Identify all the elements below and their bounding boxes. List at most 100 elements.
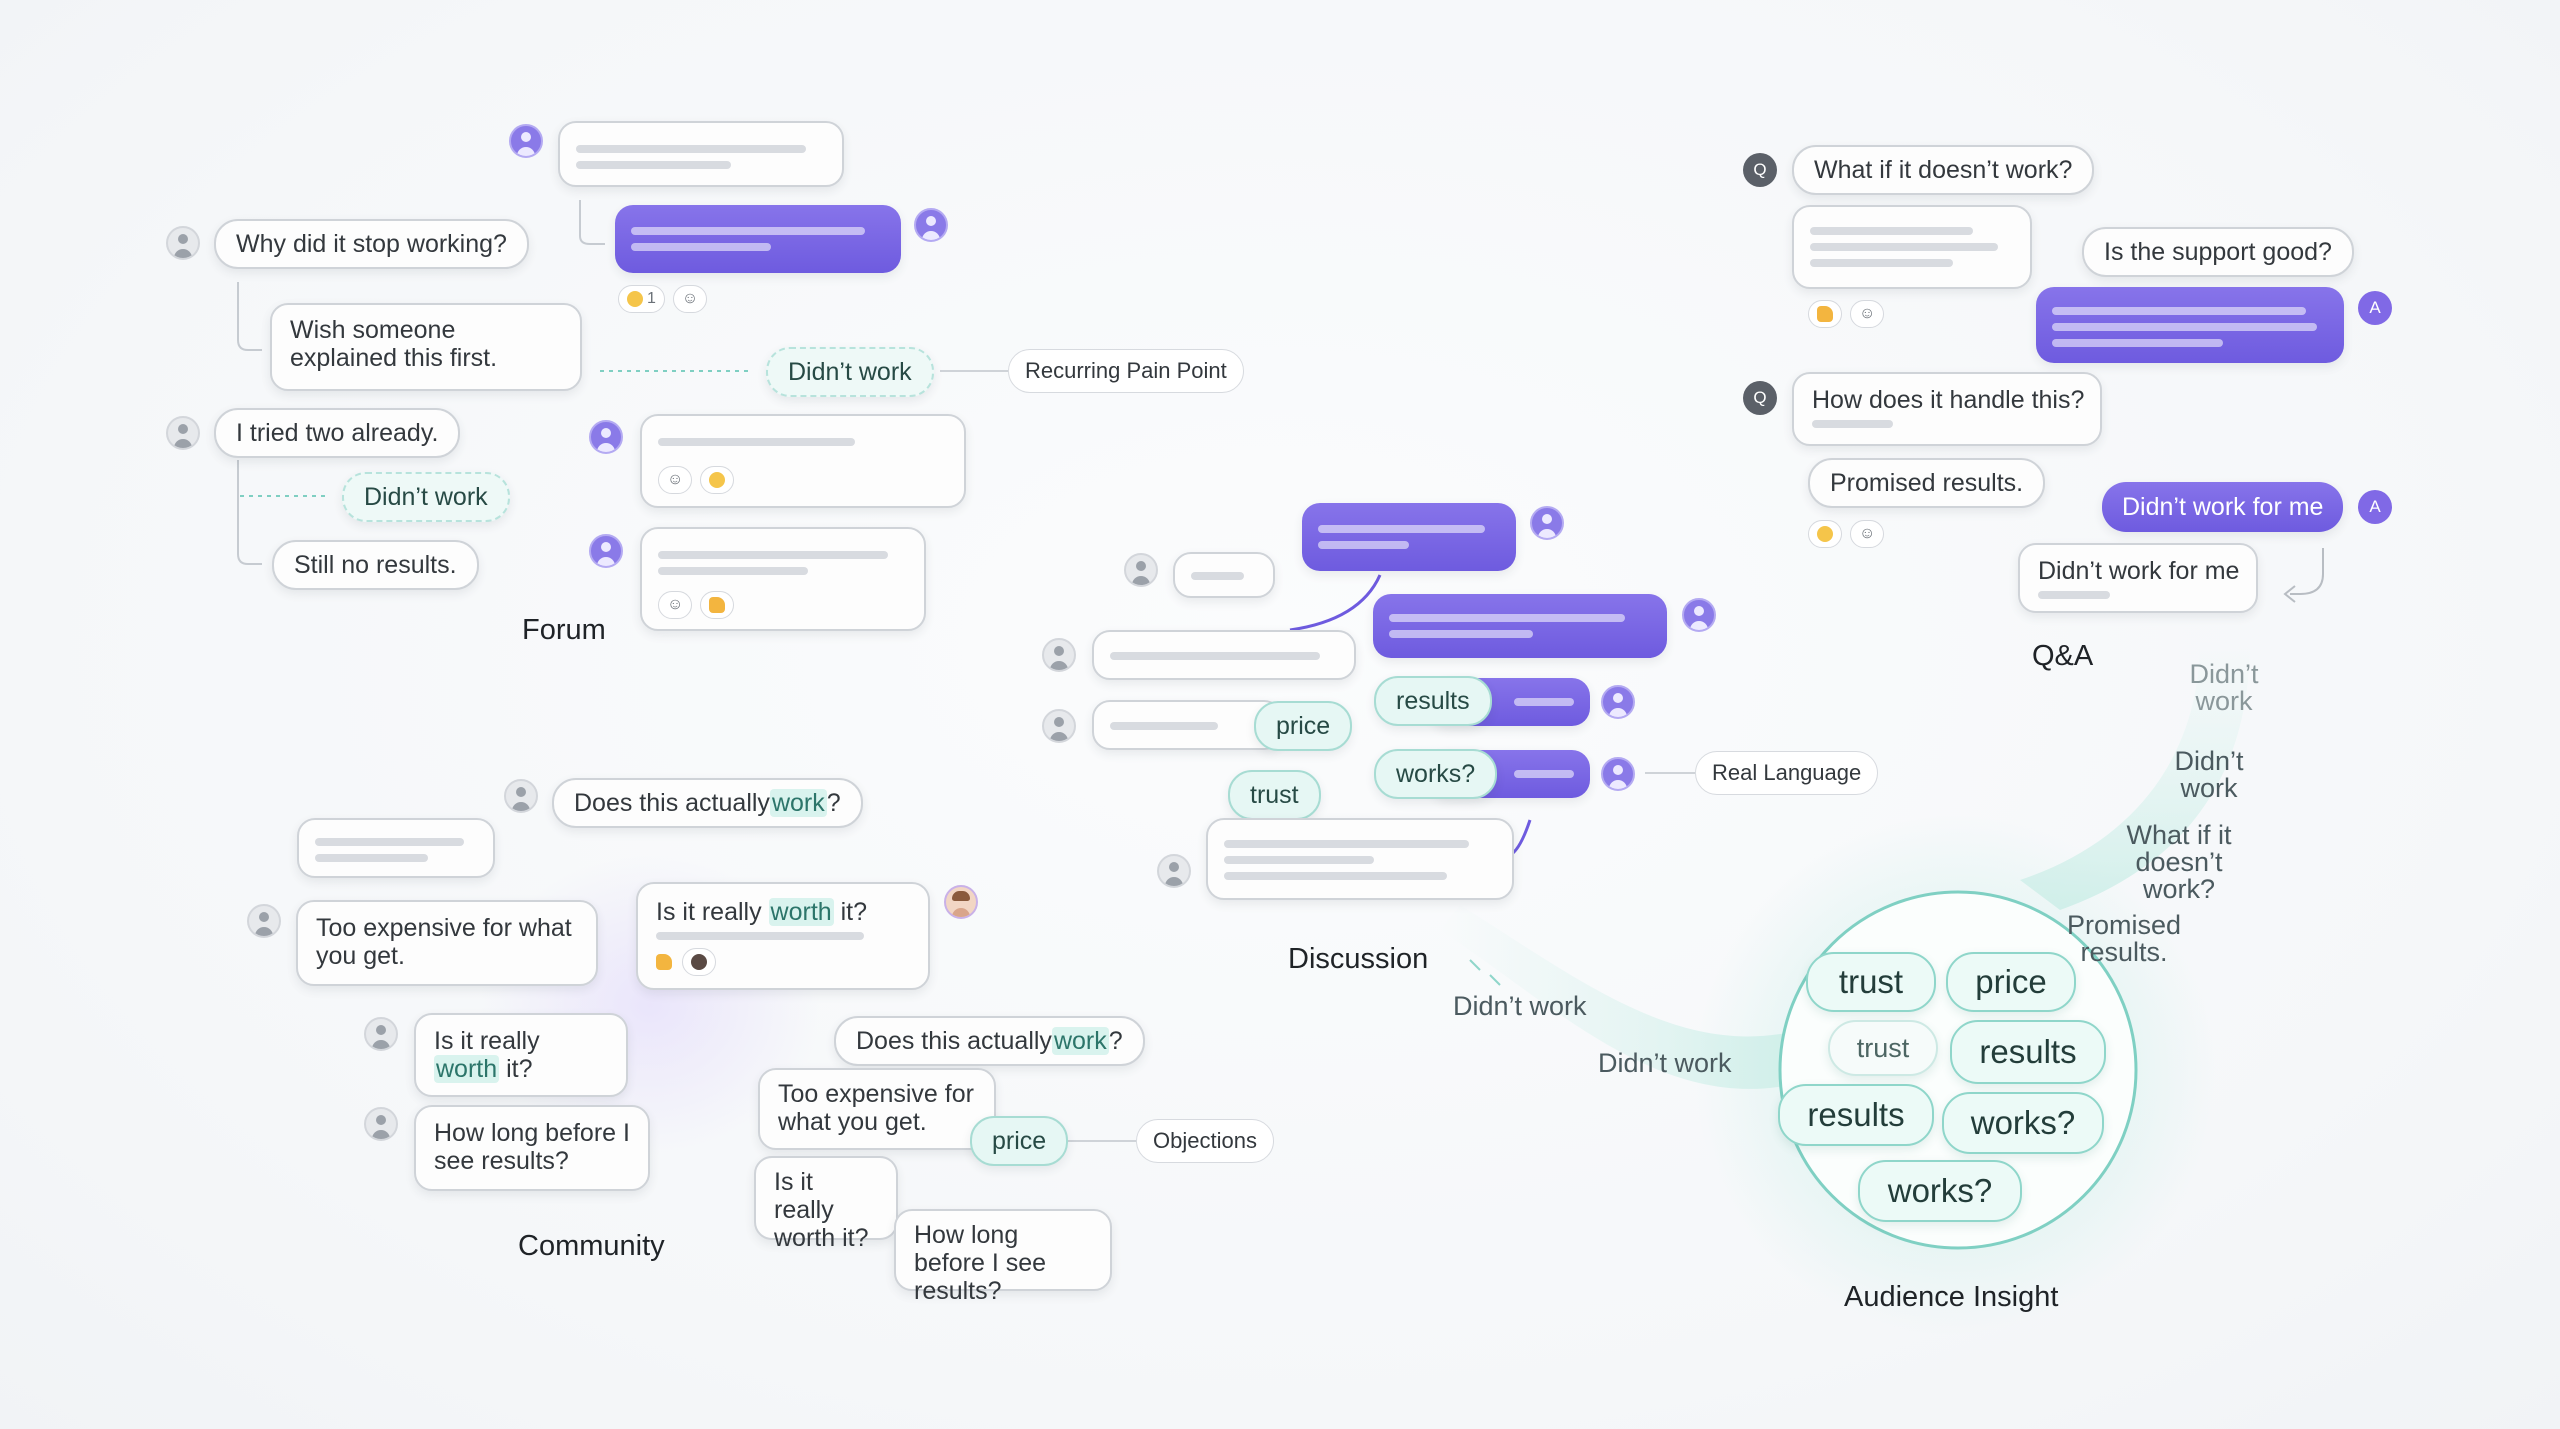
discussion-stream xyxy=(1440,905,1800,1089)
highlight-worth: worth xyxy=(434,1055,500,1083)
comment-text: Is it really xyxy=(434,1027,540,1055)
highlight-work: work xyxy=(1051,1027,1109,1055)
thumbs-up-icon xyxy=(1817,306,1833,322)
face-emoji-icon xyxy=(691,954,707,970)
smile-emoji-icon xyxy=(1817,526,1833,542)
community-comment-price: Too expensive for what you get. xyxy=(296,900,598,986)
placeholder-answer-purple xyxy=(2036,287,2344,363)
qa-question-2: Is the support good? xyxy=(2082,227,2354,277)
smile-emoji-icon xyxy=(709,472,726,488)
flow-label: Promised results. xyxy=(2066,910,2182,967)
add-reaction-icon[interactable]: ☺ xyxy=(658,466,693,494)
price-tag: price xyxy=(1254,701,1353,751)
insight-word-results: results xyxy=(1778,1084,1934,1146)
user-avatar xyxy=(364,1017,398,1051)
user-avatar xyxy=(1124,553,1158,587)
results-tag: results xyxy=(1374,676,1492,726)
smile-emoji-icon xyxy=(627,291,643,307)
reaction-chip[interactable]: 1 xyxy=(618,285,665,313)
user-avatar xyxy=(1157,854,1191,888)
user-avatar xyxy=(914,208,948,242)
user-avatar xyxy=(1601,685,1635,719)
reaction-count: 1 xyxy=(647,290,656,307)
objection-question: Does this actually work? xyxy=(834,1016,1145,1066)
add-reaction-icon[interactable]: ☺ xyxy=(1850,520,1885,548)
reaction-bar: 1 ☺ xyxy=(618,285,708,313)
question-text: How does it handle this? xyxy=(1812,386,2085,414)
objection-worth: Is it really worth it? xyxy=(754,1156,898,1252)
community-label: Community xyxy=(518,1230,665,1262)
user-avatar xyxy=(509,124,543,158)
reply-text: Didn’t work for me xyxy=(2038,557,2240,585)
user-avatar xyxy=(1042,709,1076,743)
flow-label: Didn’t work xyxy=(2174,746,2244,803)
highlight-worth: worth xyxy=(768,898,834,926)
reaction-bar: ☺ xyxy=(1808,300,1885,328)
user-avatar xyxy=(247,904,281,938)
user-avatar xyxy=(1601,757,1635,791)
community-comment-worth: Is it really worth it? xyxy=(414,1013,628,1097)
placeholder-post xyxy=(558,121,844,187)
qa-label: Q&A xyxy=(2032,640,2094,672)
community-card: Is it really worth it? xyxy=(636,882,930,990)
highlight-work: work xyxy=(769,789,827,817)
community-question: Does this actually work? xyxy=(552,778,863,828)
forum-reply-1: Wish someone explained this first. xyxy=(270,303,582,391)
objection-time: How long before I see results? xyxy=(894,1209,1112,1305)
audience-insight-label: Audience Insight xyxy=(1844,1281,2059,1313)
placeholder-reply-purple xyxy=(615,205,901,273)
add-reaction-icon[interactable]: ☺ xyxy=(672,285,708,313)
placeholder-post xyxy=(297,818,495,878)
reaction-chip[interactable] xyxy=(700,466,735,494)
placeholder-post xyxy=(1206,818,1514,900)
objection-text-end: ? xyxy=(1108,1027,1123,1055)
reaction-chip[interactable] xyxy=(682,948,716,976)
real-language-tag: Real Language xyxy=(1695,751,1879,795)
reaction-chip[interactable] xyxy=(1808,300,1842,328)
user-avatar xyxy=(166,416,200,450)
qa-reply-promised: Promised results. xyxy=(1808,458,2046,508)
thumbs-down-icon xyxy=(709,597,726,613)
question-text: Does this actually xyxy=(574,789,770,817)
add-reaction-icon[interactable]: ☺ xyxy=(1850,300,1885,328)
trust-tag: trust xyxy=(1228,770,1321,820)
reaction-bar: ☺ xyxy=(1808,520,1885,548)
reaction-chip[interactable] xyxy=(1808,520,1842,548)
user-avatar xyxy=(589,534,623,568)
price-tag: price xyxy=(970,1116,1069,1166)
placeholder-post: ☺ xyxy=(640,527,926,631)
add-reaction-icon[interactable]: ☺ xyxy=(658,591,693,619)
user-avatar xyxy=(364,1107,398,1141)
comment-text-end: it? xyxy=(499,1055,533,1083)
question-badge-icon: Q xyxy=(1743,153,1777,187)
flow-label: Didn’t work xyxy=(2189,659,2259,716)
insight-word-trust: trust xyxy=(1806,952,1936,1012)
placeholder-reply-purple xyxy=(1373,594,1667,658)
placeholder-post xyxy=(1092,630,1356,680)
objection-price: Too expensive for what you get. xyxy=(758,1068,996,1150)
community-comment-time: How long before I see results? xyxy=(414,1105,650,1191)
qa-answer-didnt-work: Didn’t work for me xyxy=(2102,482,2344,532)
qa-reply-didnt-work: Didn’t work for me xyxy=(2018,543,2258,613)
placeholder-post xyxy=(1092,700,1282,750)
insight-word-works: works? xyxy=(1942,1092,2104,1154)
qa-question-1: What if it doesn’t work? xyxy=(1792,145,2095,195)
insight-word-results: results xyxy=(1950,1020,2106,1084)
recurring-pain-point-tag: Recurring Pain Point xyxy=(1008,349,1244,393)
forum-label: Forum xyxy=(522,614,606,646)
objection-text: Does this actually xyxy=(856,1027,1052,1055)
flow-label: What if it doesn’t work? xyxy=(2126,820,2232,904)
insight-word-trust-small: trust xyxy=(1828,1020,1938,1076)
user-avatar xyxy=(1042,638,1076,672)
reaction-chip[interactable] xyxy=(700,591,735,619)
question-badge-icon: Q xyxy=(1743,381,1777,415)
user-avatar xyxy=(166,226,200,260)
user-avatar xyxy=(504,779,538,813)
flow-label: Didn’t work xyxy=(1598,1048,1732,1078)
forum-question-1: Why did it stop working? xyxy=(214,219,529,269)
card-text-end: it? xyxy=(833,898,868,926)
user-avatar xyxy=(589,420,623,454)
qa-question-3: How does it handle this? xyxy=(1792,372,2102,446)
placeholder-post xyxy=(1173,552,1275,598)
tag-didnt-work: Didn’t work xyxy=(342,472,510,522)
